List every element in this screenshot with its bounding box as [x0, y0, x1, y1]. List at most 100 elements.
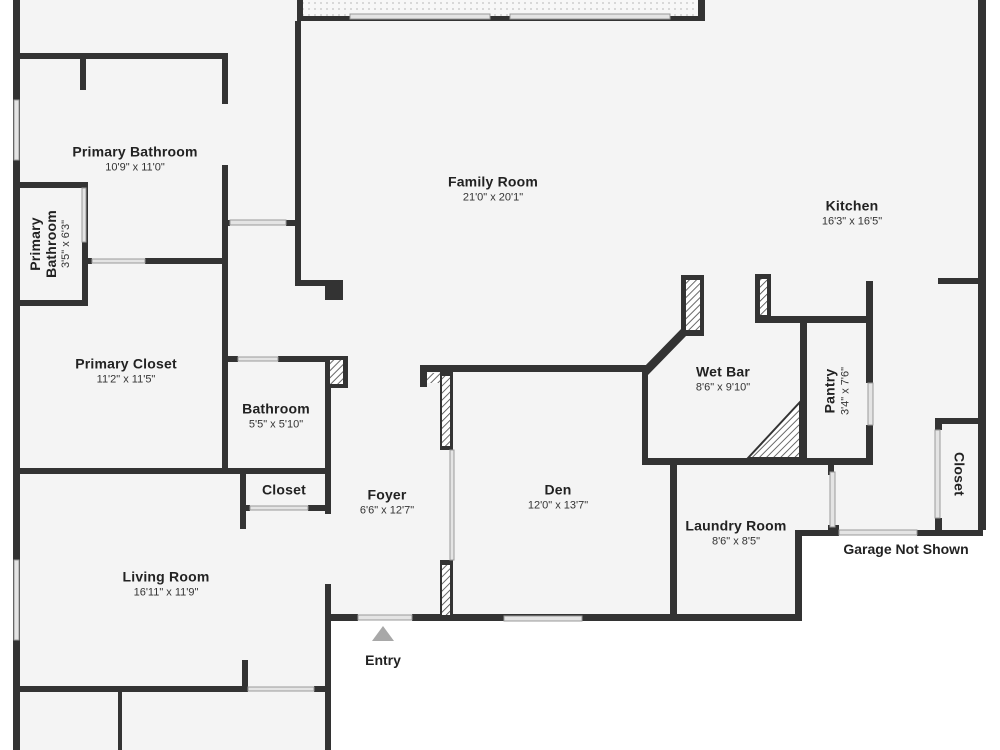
wall	[118, 692, 122, 750]
wall	[325, 280, 343, 300]
room-living-room: Living Room 16'11" x 11'9"	[123, 569, 210, 600]
room-den: Den 12'0" x 13'7"	[528, 482, 588, 513]
room-dimensions: 3'4" x 7'6"	[839, 366, 852, 416]
room-pantry: Pantry 3'4" x 7'6"	[822, 367, 853, 415]
room-closet-hall: Closet	[262, 482, 306, 499]
wall	[420, 365, 648, 372]
room-dimensions: 11'2" x 11'5"	[96, 373, 156, 386]
wall	[935, 418, 983, 424]
floor-area	[15, 0, 983, 750]
wall	[80, 53, 86, 90]
wall	[330, 614, 358, 621]
wall	[978, 284, 986, 530]
wall	[13, 0, 20, 750]
room-name: Kitchen	[825, 197, 879, 214]
room-wet-bar: Wet Bar 8'6" x 9'10"	[696, 364, 750, 395]
wall	[642, 328, 704, 375]
room-kitchen: Kitchen 16'3" x 16'5"	[822, 198, 882, 229]
wall	[20, 300, 88, 306]
room-name: Den	[544, 481, 572, 498]
room-name: Living Room	[122, 568, 210, 585]
wall	[20, 53, 228, 59]
wall	[795, 530, 839, 536]
room-name: Primary Bathroom	[72, 143, 198, 160]
room-dimensions: 6'6" x 12'7"	[359, 504, 415, 517]
wall	[222, 220, 230, 226]
wall	[20, 468, 328, 474]
windows	[13, 13, 941, 692]
room-primary-bathroom-small: Primary Bathroom 3'5" x 6'3"	[27, 202, 73, 287]
wall	[240, 505, 250, 511]
wall	[228, 356, 238, 362]
room-closet-garage: Closet	[951, 452, 968, 496]
wall	[325, 382, 348, 388]
wall	[325, 356, 331, 514]
room-laundry-room: Laundry Room 8'6" x 8'5"	[685, 518, 786, 549]
wall	[342, 356, 348, 388]
room-bathroom: Bathroom 5'5" x 5'10"	[242, 401, 310, 432]
room-name: Wet Bar	[695, 363, 751, 380]
wall	[755, 316, 872, 323]
room-name: Bathroom	[242, 400, 310, 417]
room-name: Pantry	[821, 368, 838, 414]
wall	[917, 530, 983, 536]
room-name: Foyer	[367, 486, 407, 503]
room-primary-bathroom: Primary Bathroom 10'9" x 11'0"	[72, 144, 197, 175]
entry-arrow-icon	[372, 626, 394, 641]
room-dimensions: 10'9" x 11'0"	[105, 161, 165, 174]
wall	[828, 525, 839, 536]
wall	[938, 278, 983, 284]
wall	[935, 518, 942, 536]
wall	[866, 281, 873, 383]
room-dimensions: 12'0" x 13'7"	[527, 499, 589, 512]
wall	[978, 0, 986, 284]
room-name: Closet	[262, 481, 306, 498]
wall	[286, 220, 301, 226]
wall	[314, 686, 331, 692]
wall	[698, 0, 705, 21]
wall	[642, 458, 872, 465]
wall	[297, 16, 705, 21]
wall	[222, 165, 228, 472]
wall	[20, 182, 88, 188]
wall	[295, 21, 301, 285]
wall	[828, 465, 834, 475]
room-dimensions: 16'11" x 11'9"	[133, 586, 199, 599]
wall	[297, 0, 303, 21]
room-foyer: Foyer 6'6" x 12'7"	[360, 487, 414, 518]
wall	[642, 372, 648, 464]
wall	[800, 318, 807, 465]
room-name: Primary Bathroom	[27, 210, 59, 278]
wall	[412, 614, 802, 621]
wall	[420, 365, 427, 387]
room-primary-closet: Primary Closet 11'2" x 11'5"	[75, 356, 177, 387]
wall	[82, 182, 88, 306]
room-dimensions: 16'3" x 16'5"	[821, 215, 883, 228]
half-walls	[330, 279, 801, 615]
wall	[295, 280, 343, 286]
wall	[325, 584, 331, 750]
entry-label: Entry	[365, 652, 401, 668]
room-name: Family Room	[447, 173, 539, 190]
room-dimensions: 8'6" x 9'10"	[695, 381, 751, 394]
wall	[242, 660, 248, 692]
wall	[145, 258, 228, 264]
room-dimensions: 3'5" x 6'3"	[60, 219, 72, 269]
wall	[866, 425, 873, 465]
garage-note: Garage Not Shown	[843, 541, 969, 557]
room-name: Primary Closet	[75, 355, 177, 372]
wall	[278, 356, 348, 362]
wall	[222, 53, 228, 104]
wall	[795, 530, 802, 621]
room-family-room: Family Room 21'0" x 20'1"	[448, 174, 538, 205]
wall	[20, 686, 248, 692]
room-name: Closet	[951, 452, 968, 496]
room-name: Laundry Room	[685, 517, 787, 534]
wall	[88, 258, 92, 264]
room-dimensions: 8'6" x 8'5"	[711, 535, 761, 548]
room-dimensions: 5'5" x 5'10"	[248, 418, 304, 431]
patio-strip	[303, 0, 701, 17]
room-dimensions: 21'0" x 20'1"	[462, 191, 524, 204]
wall	[240, 474, 246, 529]
